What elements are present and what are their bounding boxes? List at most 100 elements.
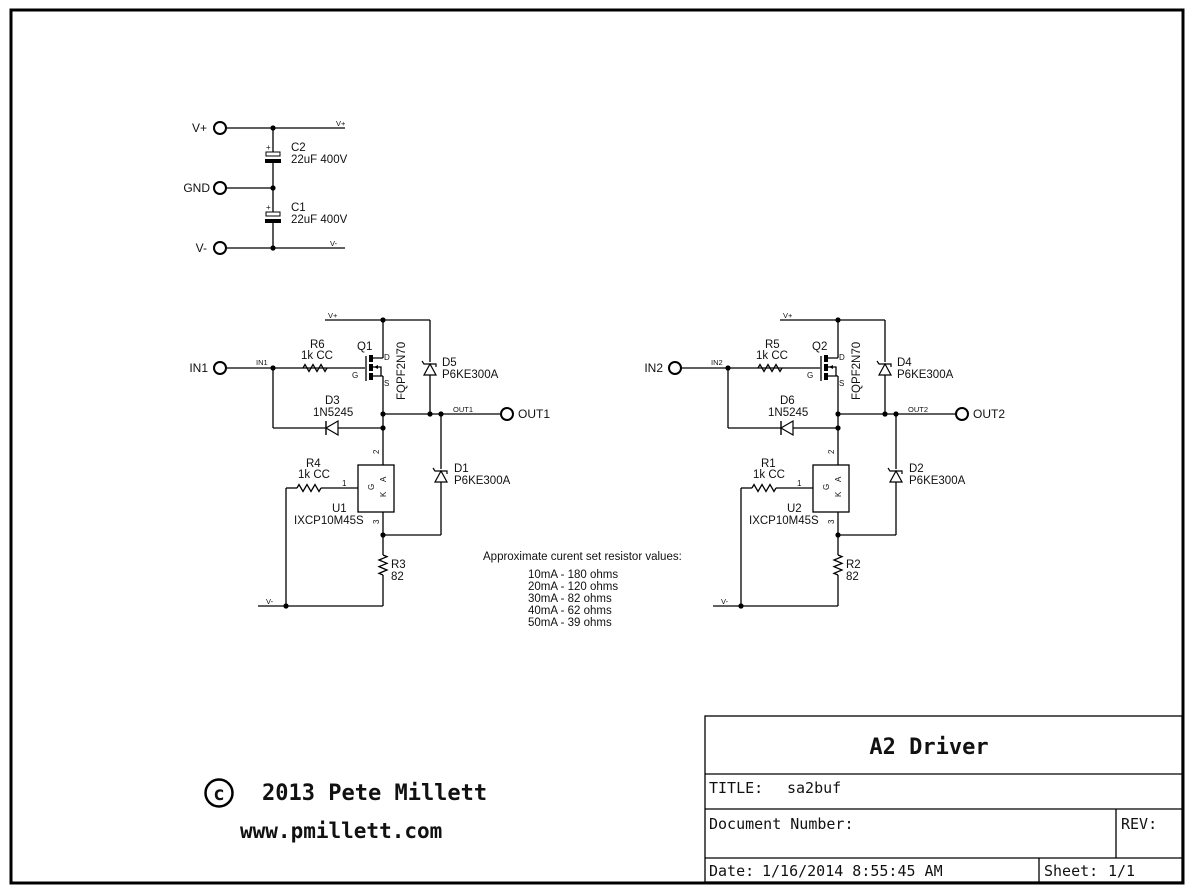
pin-label-a: A: [379, 476, 388, 482]
website-link[interactable]: www.pmillett.com: [240, 819, 442, 843]
note-line: 10mA - 180 ohms: [528, 569, 618, 581]
ic-body: [812, 464, 850, 513]
value-label: 1k CC: [298, 469, 330, 481]
copyright-block: c 2013 Pete Millett www.pmillett.com: [204, 778, 487, 843]
channel-segment-icon: [369, 373, 373, 380]
pin-label-g: G: [352, 371, 358, 380]
net-label-vplus: V+: [336, 119, 346, 128]
port-vminus[interactable]: V-: [196, 241, 227, 255]
ref-label: D6: [780, 395, 795, 407]
input-port[interactable]: IN2: [644, 361, 682, 375]
ref-label: R1: [761, 458, 776, 470]
junction-dot: [270, 245, 276, 251]
sheet-label: Sheet:: [1044, 862, 1098, 880]
port-vplus[interactable]: V+: [192, 121, 227, 135]
ref-label: D5: [442, 357, 457, 369]
channel-segment-icon: [824, 373, 828, 380]
pin-label-g: G: [822, 484, 831, 490]
junction-dot: [283, 603, 289, 609]
pin-number: 1: [342, 479, 347, 488]
port-circle-icon: [955, 407, 969, 421]
part-label: 1N5245: [313, 407, 353, 419]
ref-label: R2: [846, 559, 861, 571]
port-label: GND: [183, 181, 210, 195]
port-label: V+: [192, 121, 207, 135]
note-heading: Approximate curent set resistor values:: [483, 551, 682, 563]
junction-dot: [380, 317, 386, 323]
ref-label: Q1: [357, 341, 372, 353]
resistor-value-note: Approximate curent set resistor values: …: [483, 551, 682, 629]
power-section: V+ GND V- V+ V- + C2 22uF 400V: [183, 119, 348, 255]
value-label: 1k CC: [301, 350, 333, 362]
channel-segment-icon: [369, 364, 373, 371]
pin-number: 1: [797, 479, 802, 488]
part-label: FQPF2N70: [396, 342, 408, 400]
sheet-border: [9, 8, 1185, 885]
capacitor-plate-icon: [265, 159, 281, 163]
junction-dot: [738, 603, 744, 609]
port-circle-icon: [500, 407, 514, 421]
input-port[interactable]: IN1: [189, 361, 227, 375]
value-label: 82: [846, 571, 859, 583]
resistor-icon: [751, 483, 777, 493]
polarity-mark: +: [266, 143, 271, 152]
port-label: IN2: [644, 361, 663, 375]
value-label: 1k CC: [756, 350, 788, 362]
ref-label: U1: [332, 503, 347, 515]
part-label: FQPF2N70: [851, 342, 863, 400]
date-value: 1/16/2014 8:55:45 AM: [762, 862, 943, 880]
output-port[interactable]: OUT1: [500, 407, 550, 421]
net-label-vplus: V+: [783, 311, 793, 320]
mosfet-arrow-icon: [829, 365, 833, 369]
note-line: 50mA - 39 ohms: [528, 617, 612, 629]
junction-dot: [835, 425, 841, 431]
ref-label: U2: [787, 503, 802, 515]
ref-label: R6: [310, 339, 325, 351]
capacitor-c2[interactable]: + C2 22uF 400V: [265, 142, 348, 166]
copyright-icon: [204, 778, 234, 808]
net-label-vminus: V-: [266, 597, 274, 606]
pin-label-k: K: [834, 491, 843, 497]
ref-label: R3: [391, 559, 406, 571]
diode-triangle-icon: [779, 419, 794, 437]
port-circle-icon: [213, 121, 227, 135]
ref-label: D4: [897, 357, 912, 369]
diode-cathode-bar-icon: [432, 467, 448, 474]
diode-cathode-bar-icon: [876, 360, 892, 367]
junction-dot: [380, 425, 386, 431]
title-label: TITLE:: [709, 779, 763, 797]
value-label: 82: [391, 571, 404, 583]
pin-label-g: G: [367, 484, 376, 490]
sheet-value: 1/1: [1108, 862, 1135, 880]
output-port[interactable]: OUT2: [955, 407, 1005, 421]
capacitor-c1[interactable]: + C1 22uF 400V: [265, 202, 348, 226]
part-label: P6KE300A: [442, 369, 499, 381]
port-label: OUT2: [973, 407, 1005, 421]
ref-label: R4: [306, 458, 321, 470]
copyright-symbol: c: [213, 783, 224, 805]
note-line: 30mA - 82 ohms: [528, 593, 612, 605]
port-gnd[interactable]: GND: [183, 181, 227, 195]
value-label: 1k CC: [753, 469, 785, 481]
ref-label: D2: [909, 463, 924, 475]
net-label: IN2: [711, 358, 723, 367]
part-label: IXCP10M45S: [294, 515, 364, 527]
